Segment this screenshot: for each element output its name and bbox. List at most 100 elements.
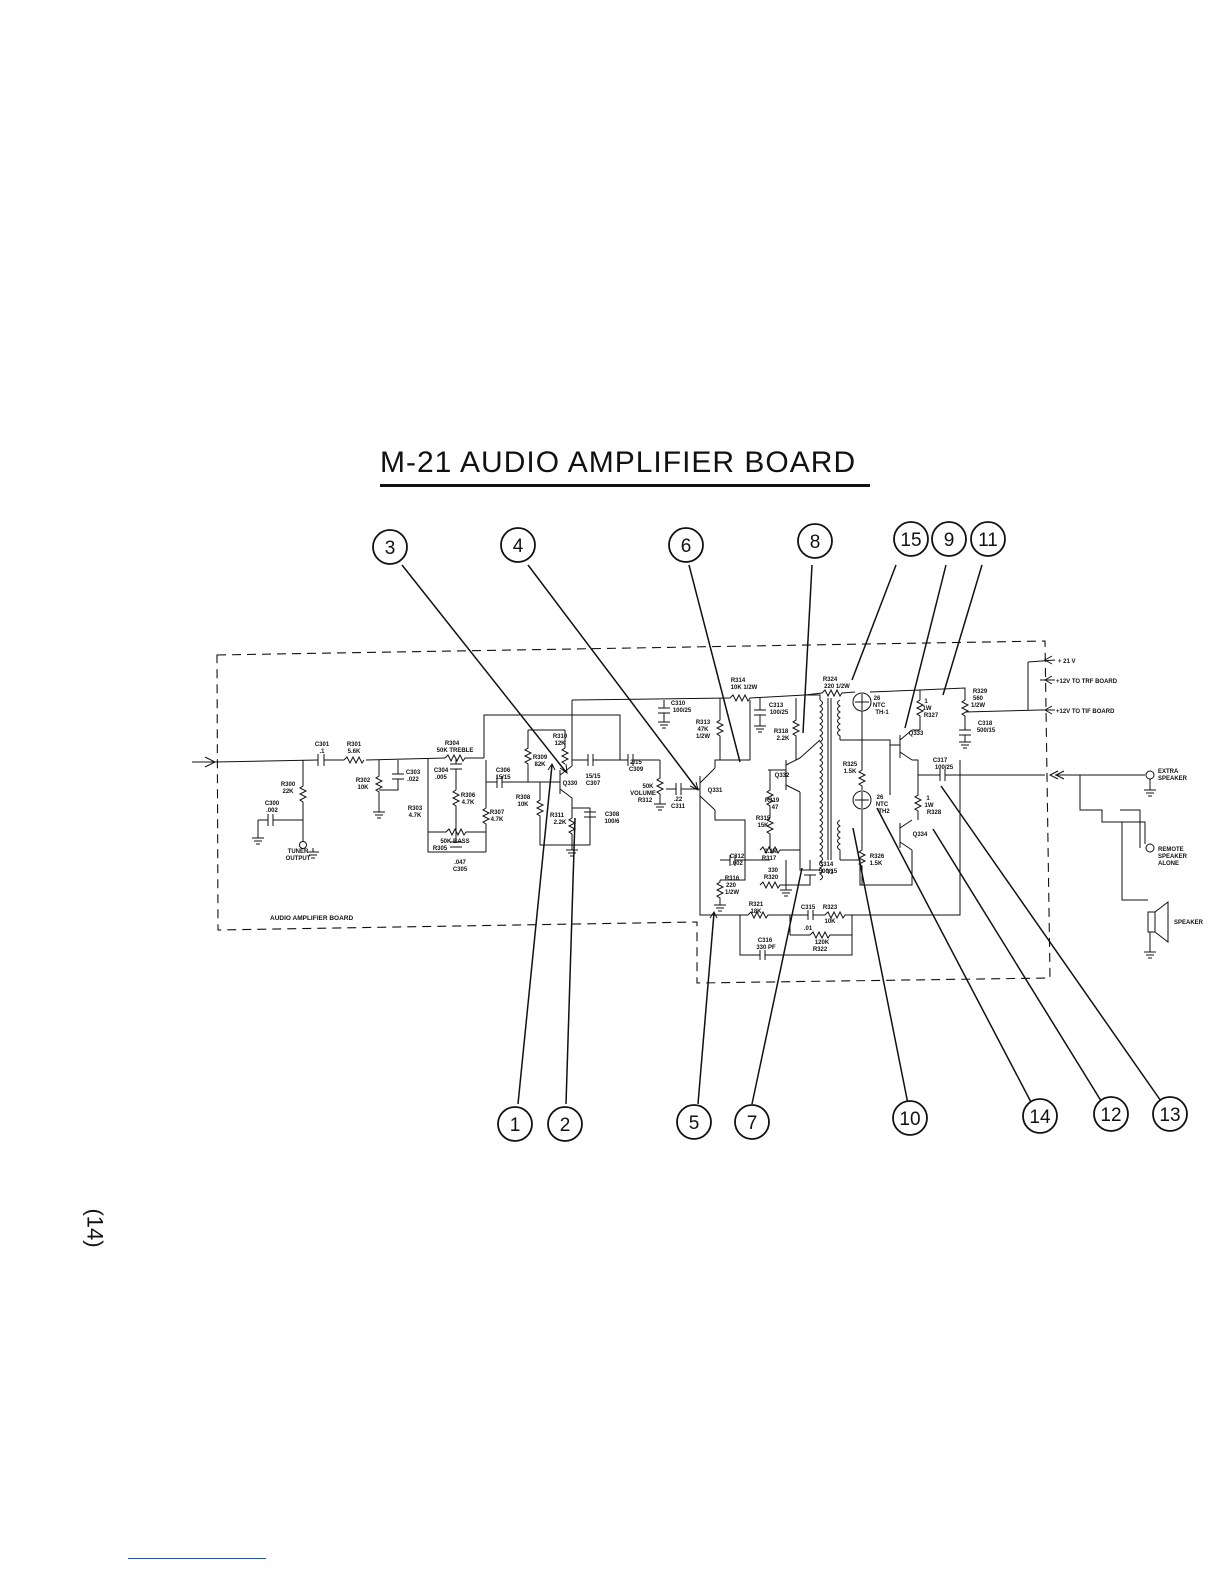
svg-text:5: 5 bbox=[689, 1113, 700, 1134]
callout-10: 10 bbox=[892, 1100, 928, 1136]
board-label: AUDIO AMPLIFIER BOARD bbox=[270, 915, 353, 922]
label-12v-trf: +12V TO TRF BOARD bbox=[1056, 679, 1118, 685]
label-q333: Q333 bbox=[909, 731, 924, 737]
label-speaker: SPEAKER bbox=[1174, 920, 1204, 926]
callout-5: 5 bbox=[676, 1104, 712, 1140]
callout-9: 9 bbox=[931, 521, 967, 557]
connector-labels: + 21 V +12V TO TRF BOARD +12V TO TIF BOA… bbox=[270, 659, 1204, 926]
callout-12: 12 bbox=[1093, 1096, 1129, 1132]
label-c315: C315.01 bbox=[801, 905, 816, 932]
label-q332: Q332 bbox=[775, 773, 790, 779]
callout-1: 1 bbox=[497, 1106, 533, 1142]
svg-text:1: 1 bbox=[510, 1115, 521, 1136]
label-c300: C300.002 bbox=[265, 801, 280, 814]
svg-text:9: 9 bbox=[944, 530, 955, 551]
callout-leads bbox=[401, 564, 1164, 1105]
callout-6: 6 bbox=[668, 527, 704, 563]
svg-text:12: 12 bbox=[1100, 1105, 1121, 1126]
svg-text:11: 11 bbox=[978, 530, 998, 551]
svg-text:8: 8 bbox=[810, 532, 821, 553]
svg-text:6: 6 bbox=[681, 536, 692, 557]
label-q330: Q330 bbox=[563, 781, 578, 787]
svg-text:13: 13 bbox=[1159, 1105, 1180, 1126]
callout-3: 3 bbox=[372, 529, 408, 565]
label-c304: C304.005 bbox=[434, 768, 449, 781]
svg-text:7: 7 bbox=[747, 1113, 758, 1134]
callout-4: 4 bbox=[500, 527, 536, 563]
label-c303: C303.022 bbox=[406, 770, 421, 783]
label-12v-tif: +12V TO TIF BOARD bbox=[1056, 709, 1115, 715]
footer-rule bbox=[128, 1558, 266, 1559]
callout-13: 13 bbox=[1152, 1096, 1188, 1132]
circuit-wiring bbox=[192, 655, 1169, 960]
callout-14: 14 bbox=[1022, 1098, 1058, 1134]
svg-text:15: 15 bbox=[900, 530, 921, 551]
label-c301: C301.1 bbox=[315, 742, 330, 755]
label-q331: Q331 bbox=[708, 788, 723, 794]
callout-15: 15 bbox=[893, 521, 929, 557]
callout-8: 8 bbox=[797, 523, 833, 559]
callout-11: 11 bbox=[970, 521, 1006, 557]
svg-text:2: 2 bbox=[560, 1115, 571, 1136]
label-t3: T3 bbox=[826, 870, 834, 876]
callout-circles: 3 4 6 8 15 9 11 1 2 5 7 10 14 12 13 bbox=[372, 521, 1188, 1142]
label-plus-21v: + 21 V bbox=[1058, 659, 1076, 665]
label-c312: C312.002 bbox=[730, 854, 745, 867]
svg-text:3: 3 bbox=[385, 538, 396, 559]
board-outline bbox=[216, 640, 1051, 984]
page-title: M-21 AUDIO AMPLIFIER BOARD bbox=[380, 446, 870, 487]
label-q334: Q334 bbox=[913, 832, 928, 838]
page-number: (14) bbox=[82, 1208, 108, 1248]
svg-text:4: 4 bbox=[513, 536, 524, 557]
svg-text:14: 14 bbox=[1029, 1107, 1051, 1128]
